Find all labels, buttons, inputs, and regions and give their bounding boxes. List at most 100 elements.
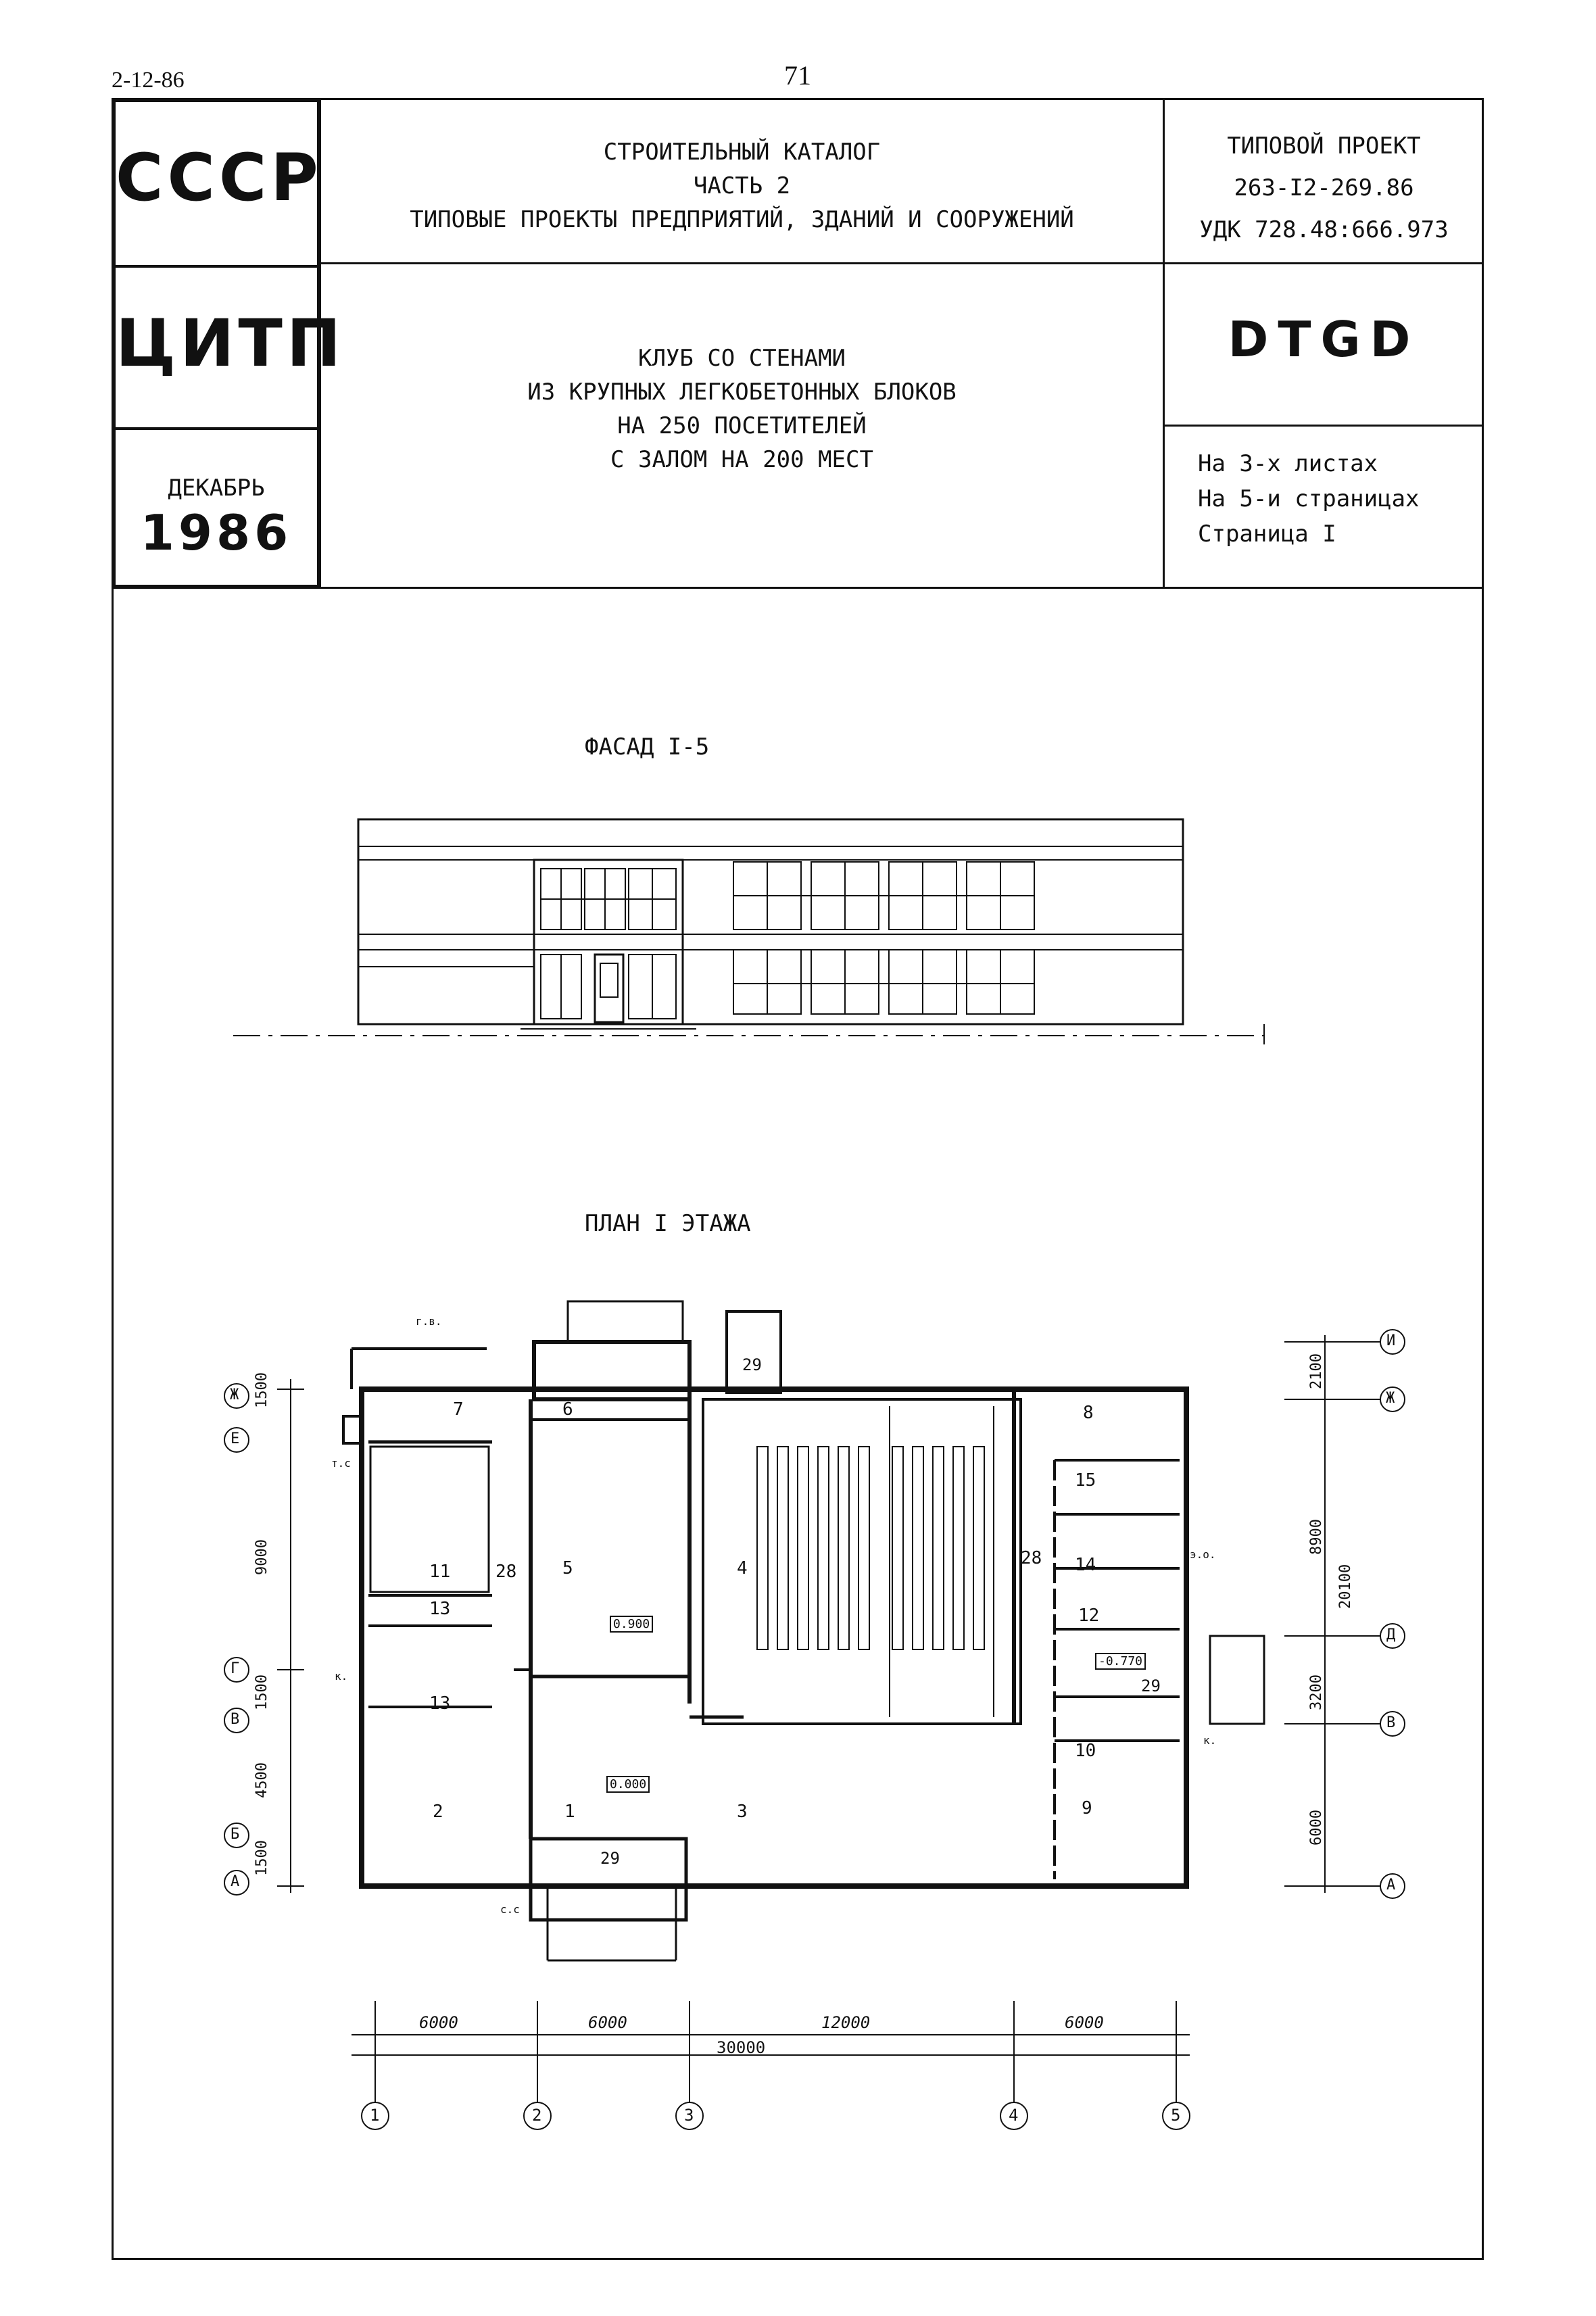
- facade-title: ФАСАД I-5: [585, 733, 710, 761]
- sheets-line-1: На 3-х листах: [1198, 450, 1378, 477]
- project-block: ТИПОВОЙ ПРОЕКТ 263-I2-269.86 УДК 728.48:…: [1164, 125, 1484, 251]
- dim-left-9000: 9000: [253, 1539, 270, 1575]
- note-eo: э.о.: [1190, 1548, 1216, 1561]
- dim-3-4: 12000: [821, 2013, 871, 2032]
- dim-4-5: 6000: [1065, 2013, 1104, 2032]
- dim-right-6000: 6000: [1308, 1810, 1325, 1845]
- room-13b: 13: [429, 1693, 451, 1714]
- note-gv: г.в.: [416, 1315, 442, 1328]
- header-top-rule: [321, 98, 1484, 100]
- title-block: КЛУБ СО СТЕНАМИ ИЗ КРУПНЫХ ЛЕГКОБЕТОННЫХ…: [321, 341, 1163, 477]
- facade-drawing: [233, 818, 1265, 1044]
- dim-right-3200: 3200: [1308, 1674, 1325, 1710]
- header-bottom-rule: [321, 587, 1484, 589]
- axis-g-left: Г: [231, 1660, 240, 1677]
- level-mark-1: 0.900: [610, 1616, 654, 1633]
- axis-1: 1: [370, 2106, 380, 2125]
- date-year: 1986: [140, 504, 293, 561]
- dim-right-2100: 2100: [1308, 1353, 1325, 1389]
- sheets-block: На 3-х листах На 5-и страницах Страница …: [1198, 446, 1420, 552]
- room-4: 4: [737, 1558, 748, 1578]
- axis-a-right: А: [1386, 1877, 1396, 1893]
- org-citp: ЦИТП: [116, 306, 345, 381]
- header-right-rule: [1163, 425, 1484, 427]
- room-9: 9: [1082, 1798, 1092, 1818]
- title-line-2: ИЗ КРУПНЫХ ЛЕГКОБЕТОННЫХ БЛОКОВ: [527, 379, 957, 406]
- axis-i-right: И: [1386, 1332, 1396, 1349]
- org-cell-citp: ЦИТП: [116, 268, 345, 430]
- dim-right-8900: 8900: [1308, 1519, 1325, 1555]
- room-15: 15: [1075, 1470, 1096, 1491]
- axis-zh-right: Ж: [1386, 1390, 1395, 1407]
- document-code: 2-12-86: [112, 68, 185, 93]
- axis-e-left: Е: [231, 1430, 240, 1447]
- room-8: 8: [1083, 1403, 1094, 1423]
- room-7: 7: [453, 1399, 464, 1420]
- org-cell-cccp: СССР: [116, 102, 322, 268]
- room-3: 3: [737, 1802, 748, 1822]
- sheets-line-2: На 5-и страницах: [1198, 485, 1420, 512]
- header-divider: [1163, 98, 1165, 589]
- dim-2-3: 6000: [588, 2013, 627, 2032]
- project-label: ТИПОВОЙ ПРОЕКТ: [1227, 132, 1421, 160]
- plan-title: ПЛАН I ЭТАЖА: [585, 1210, 751, 1237]
- room-29a: 29: [1141, 1676, 1161, 1695]
- date-month: ДЕКАБРЬ: [168, 475, 265, 502]
- room-11: 11: [429, 1562, 451, 1582]
- sheets-line-3: Страница I: [1198, 521, 1336, 548]
- plan-seating: [756, 1406, 994, 1717]
- catalog-block: СТРОИТЕЛЬНЫЙ КАТАЛОГ ЧАСТЬ 2 ТИПОВЫЕ ПРО…: [321, 135, 1163, 237]
- axis-zh-left: Ж: [230, 1386, 239, 1403]
- plan-walls: [342, 1300, 1265, 1962]
- room-5: 5: [562, 1558, 573, 1578]
- dim-1-2: 6000: [419, 2013, 458, 2032]
- title-line-1: КЛУБ СО СТЕНАМИ: [637, 345, 846, 372]
- room-14: 14: [1075, 1555, 1096, 1575]
- room-28a: 28: [495, 1562, 517, 1582]
- header-left-column: СССР ЦИТП ДЕКАБРЬ 1986: [112, 98, 345, 589]
- dim-left-1500b: 1500: [253, 1674, 270, 1710]
- axis-v-left: В: [231, 1711, 240, 1728]
- axis-4: 4: [1009, 2106, 1019, 2125]
- note-k-right: к.: [1203, 1734, 1217, 1747]
- axis-3: 3: [684, 2106, 694, 2125]
- note-ss: с.с: [500, 1903, 520, 1916]
- axis-v-right: В: [1386, 1714, 1396, 1731]
- room-29c: 29: [742, 1355, 762, 1374]
- catalog-line-1: СТРОИТЕЛЬНЫЙ КАТАЛОГ: [603, 139, 881, 166]
- axis-b-left: Б: [231, 1826, 240, 1843]
- dim-total: 30000: [717, 2038, 766, 2057]
- project-number: 263-I2-269.86: [1234, 174, 1414, 201]
- level-mark-3: -0.770: [1095, 1653, 1146, 1670]
- room-6: 6: [562, 1399, 573, 1420]
- catalog-line-2: ЧАСТЬ 2: [693, 172, 791, 199]
- room-29b: 29: [600, 1849, 620, 1868]
- note-k-left: к.: [335, 1670, 348, 1683]
- dim-left-1500c: 1500: [253, 1840, 270, 1876]
- room-12: 12: [1078, 1606, 1100, 1626]
- axis-5: 5: [1171, 2106, 1181, 2125]
- date-cell: ДЕКАБРЬ 1986: [116, 430, 317, 561]
- title-line-3: НА 250 ПОСЕТИТЕЛЕЙ: [617, 412, 867, 439]
- header-mid-rule: [321, 262, 1484, 264]
- org-cccp: СССР: [116, 140, 322, 216]
- room-13a: 13: [429, 1599, 451, 1619]
- axis-2: 2: [532, 2106, 542, 2125]
- facade-windows: [540, 861, 1035, 1023]
- room-1: 1: [564, 1802, 575, 1822]
- note-ts: т.с: [331, 1457, 351, 1470]
- page-number: 71: [784, 60, 811, 91]
- catalog-line-3: ТИПОВЫЕ ПРОЕКТЫ ПРЕДПРИЯТИЙ, ЗДАНИЙ И СО…: [410, 206, 1074, 233]
- axis-d-right: Д: [1386, 1626, 1396, 1643]
- dim-left-1500a: 1500: [253, 1372, 270, 1408]
- project-code: DTGD: [1228, 311, 1420, 368]
- room-10: 10: [1075, 1741, 1096, 1761]
- project-udk: УДК 728.48:666.973: [1199, 216, 1449, 243]
- dim-right-total: 20100: [1337, 1564, 1354, 1609]
- plan-grid-marks: [277, 1335, 1393, 2102]
- level-mark-2: 0.000: [606, 1776, 650, 1793]
- room-28b: 28: [1021, 1548, 1042, 1568]
- room-2: 2: [433, 1802, 443, 1822]
- axis-bubbles: [224, 1329, 1405, 2130]
